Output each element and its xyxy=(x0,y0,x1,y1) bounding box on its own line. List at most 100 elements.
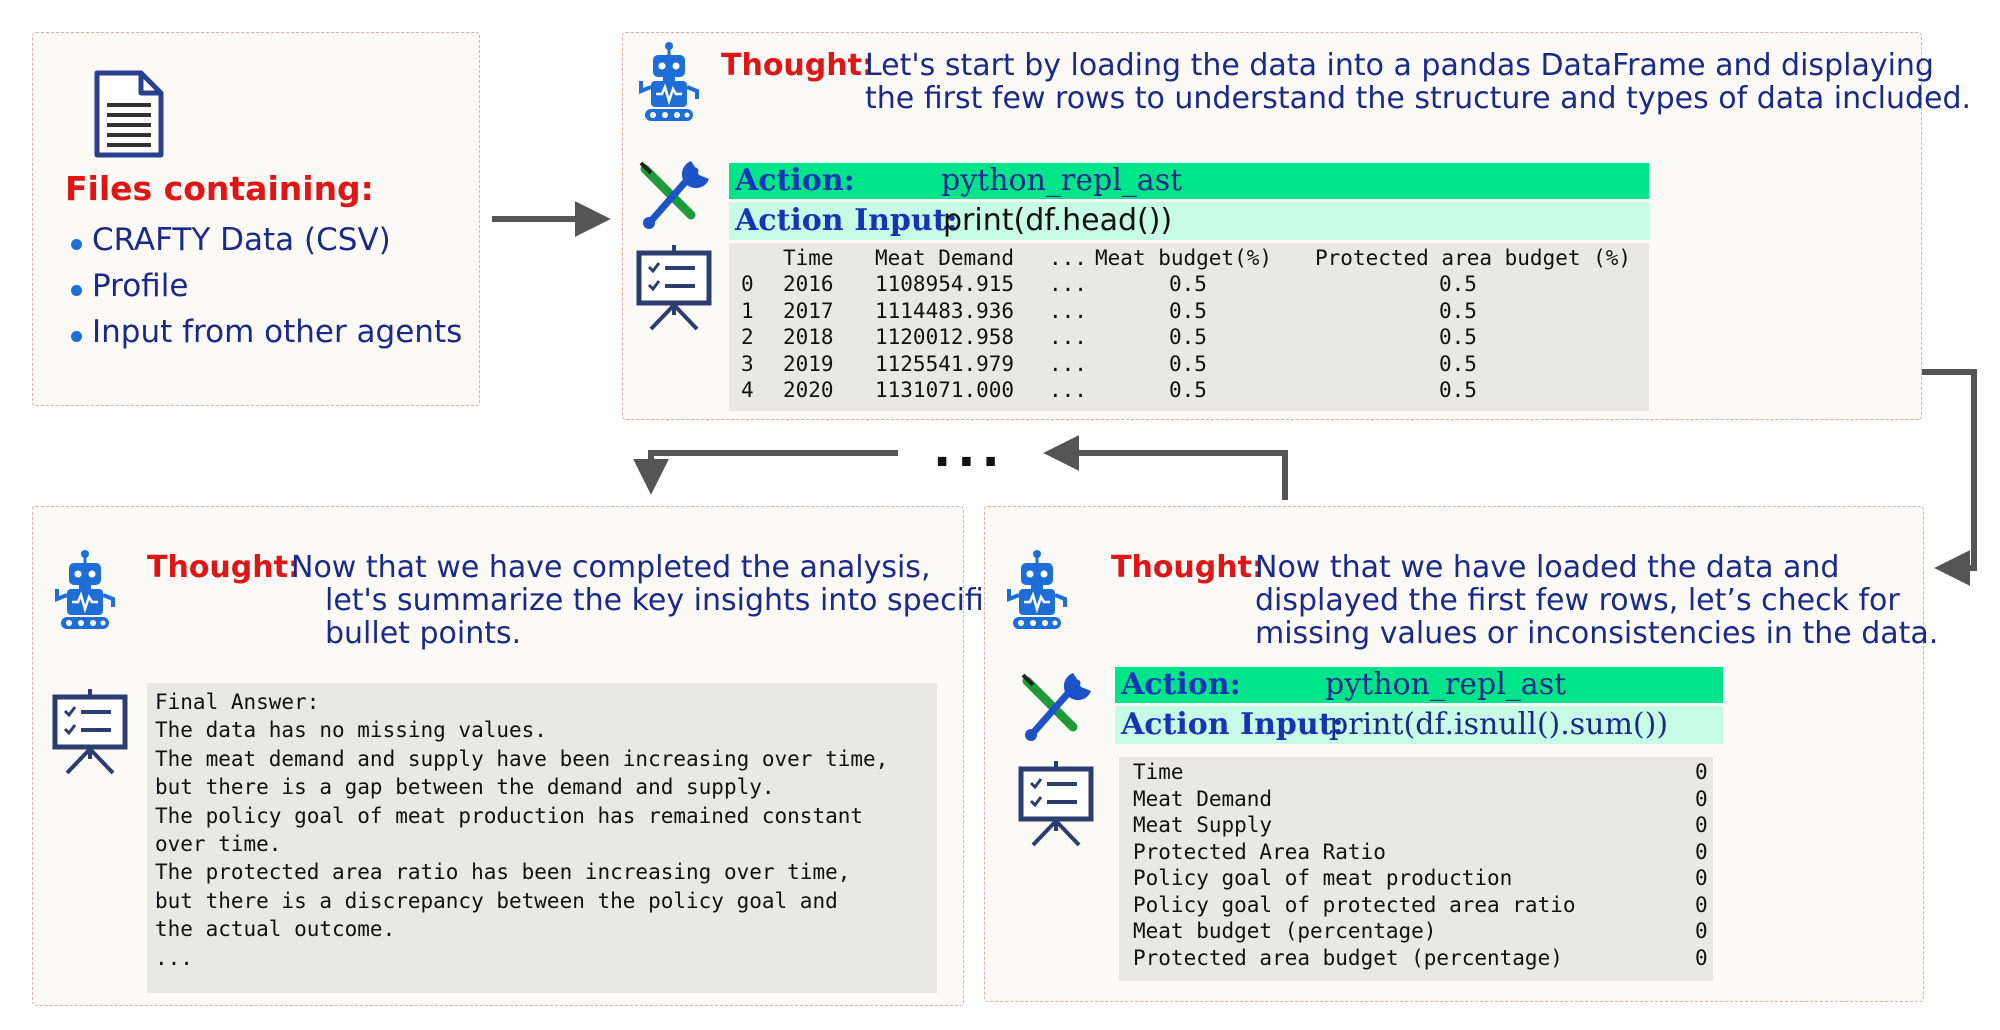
arrow-ellipsis-to-step3 xyxy=(633,450,898,495)
files-panel: Files containing: CRAFTY Data (CSV) Prof… xyxy=(32,32,480,406)
table-cell: ... xyxy=(1049,272,1087,296)
step3-panel: Thought: Now that we have completed the … xyxy=(32,506,1000,1006)
table-header: Meat budget(%) xyxy=(1095,246,1273,270)
table-cell: 2 xyxy=(741,325,754,349)
table-header: Protected area budget (%) xyxy=(1315,246,1632,270)
thought-text: Now that we have completed the analysis, xyxy=(291,550,931,585)
step3-thought: Thought: Now that we have completed the … xyxy=(147,550,1000,655)
list-item: over time. xyxy=(155,832,282,856)
table-row: Policy goal of meat production xyxy=(1133,866,1513,890)
list-item: The policy goal of meat production has r… xyxy=(155,803,864,828)
table-cell: 1120012.958 xyxy=(875,325,1015,349)
list-item: CRAFTY Data (CSV) xyxy=(71,217,462,263)
table-cell: 2020 xyxy=(783,378,834,402)
table-cell: 1 xyxy=(741,298,754,323)
action-input-bar: Action Input: print(df.head()) xyxy=(729,202,1649,240)
table-cell: 4 xyxy=(741,378,754,402)
table-cell: 2016 xyxy=(783,272,834,296)
list-item: The protected area ratio has been increa… xyxy=(155,860,851,885)
action-value: python_repl_ast xyxy=(1325,667,1567,702)
thought-text: Now that we have loaded the data and dis… xyxy=(1255,550,1939,651)
table-header: ... xyxy=(1049,246,1087,270)
robot-icon xyxy=(639,42,699,121)
document-icon xyxy=(94,70,164,158)
list-item: Input from other agents xyxy=(71,309,462,355)
table-cell: 0.5 xyxy=(1439,351,1477,376)
robot-icon xyxy=(55,550,115,629)
action-input-value: print(df.isnull().sum()) xyxy=(1329,707,1669,742)
action-input-bar: Action Input: print(df.isnull().sum()) xyxy=(1115,706,1723,744)
table-cell: 0 xyxy=(1695,866,1708,890)
list-item: The meat demand and supply have been inc… xyxy=(155,746,889,771)
table-cell: 0.5 xyxy=(1169,378,1207,402)
list-item: Final Answer: xyxy=(155,690,320,714)
table-cell: 0.5 xyxy=(1169,325,1207,349)
table-cell: 1131071.000 xyxy=(875,378,1015,402)
table-cell: 2018 xyxy=(783,325,834,349)
table-row: Protected area budget (percentage) xyxy=(1133,945,1563,970)
table-cell: 0 xyxy=(1695,919,1708,943)
files-list: CRAFTY Data (CSV) Profile Input from oth… xyxy=(71,217,462,355)
bullet-icon xyxy=(71,330,82,342)
table-cell: 1114483.936 xyxy=(875,298,1015,323)
table-cell: ... xyxy=(1049,351,1087,376)
step2-thought: Thought: Now that we have loaded the dat… xyxy=(1111,550,1938,655)
presentation-board-icon xyxy=(52,689,128,775)
table-cell: 1108954.915 xyxy=(875,272,1015,296)
presentation-board-icon xyxy=(636,245,712,331)
bullet-icon xyxy=(71,238,82,250)
table-row: Meat Demand xyxy=(1133,786,1273,811)
table-header: Meat Demand xyxy=(875,246,1015,270)
table-cell: 0.5 xyxy=(1439,298,1477,323)
table-cell: 0 xyxy=(741,272,754,296)
table-cell: 0.5 xyxy=(1169,298,1207,323)
action-input-label: Action Input: xyxy=(1121,707,1344,742)
table-cell: 1125541.979 xyxy=(875,351,1015,376)
table-cell: 0.5 xyxy=(1439,272,1477,296)
arrow-step2-to-ellipsis xyxy=(1043,435,1288,500)
table-cell: 0 xyxy=(1695,813,1708,837)
table-row: Time xyxy=(1133,760,1184,784)
table-cell: 0 xyxy=(1695,839,1708,864)
table-row: Meat Supply xyxy=(1133,813,1273,837)
table-row: Meat budget (percentage) xyxy=(1133,919,1437,943)
thought-label: Thought: xyxy=(721,48,874,83)
table-cell: 0 xyxy=(1695,892,1708,917)
tools-icon xyxy=(639,161,709,229)
list-item: Profile xyxy=(71,263,462,309)
bullet-icon xyxy=(71,284,82,296)
thought-text: Let's start by loading the data into a p… xyxy=(865,48,1972,116)
table-cell: 0 xyxy=(1695,760,1708,784)
table-cell: 0.5 xyxy=(1439,378,1477,402)
presentation-board-icon xyxy=(1018,761,1094,847)
action-input-value: print(df.head()) xyxy=(943,203,1173,238)
table-cell: 0.5 xyxy=(1439,325,1477,349)
robot-icon xyxy=(1007,550,1067,629)
ellipsis: ... xyxy=(933,422,1006,478)
step1-panel: Thought: Let's start by loading the data… xyxy=(622,32,1971,420)
action-bar: Action: python_repl_ast xyxy=(1115,667,1723,703)
table-cell: ... xyxy=(1049,298,1087,323)
table-cell: 2017 xyxy=(783,298,834,323)
table-cell: 0 xyxy=(1695,945,1708,970)
table-cell: 0.5 xyxy=(1169,351,1207,376)
arrow-step1-to-step2 xyxy=(1922,369,1977,586)
list-item: but there is a discrepancy between the p… xyxy=(155,888,838,913)
tools-icon xyxy=(1021,673,1091,741)
table-row: Protected Area Ratio xyxy=(1133,839,1386,864)
action-value: python_repl_ast xyxy=(941,163,1183,198)
step2-panel: Thought: Now that we have loaded the dat… xyxy=(984,506,1938,1002)
thought-text: let's summarize the key insights into sp… xyxy=(325,583,1001,651)
table-cell: 3 xyxy=(741,351,754,376)
action-label: Action: xyxy=(735,163,855,198)
table-cell: 0 xyxy=(1695,786,1708,811)
table-cell: 0.5 xyxy=(1169,272,1207,296)
thought-label: Thought: xyxy=(1111,550,1264,585)
table-header: Time xyxy=(783,246,834,270)
list-item: The data has no missing values. xyxy=(155,718,547,743)
head-output: Time Meat Demand ... Meat budget(%) Prot… xyxy=(729,243,1649,411)
final-answer-output: Final Answer: The data has no missing val… xyxy=(147,683,937,993)
table-row: Policy goal of protected area ratio xyxy=(1133,892,1576,917)
